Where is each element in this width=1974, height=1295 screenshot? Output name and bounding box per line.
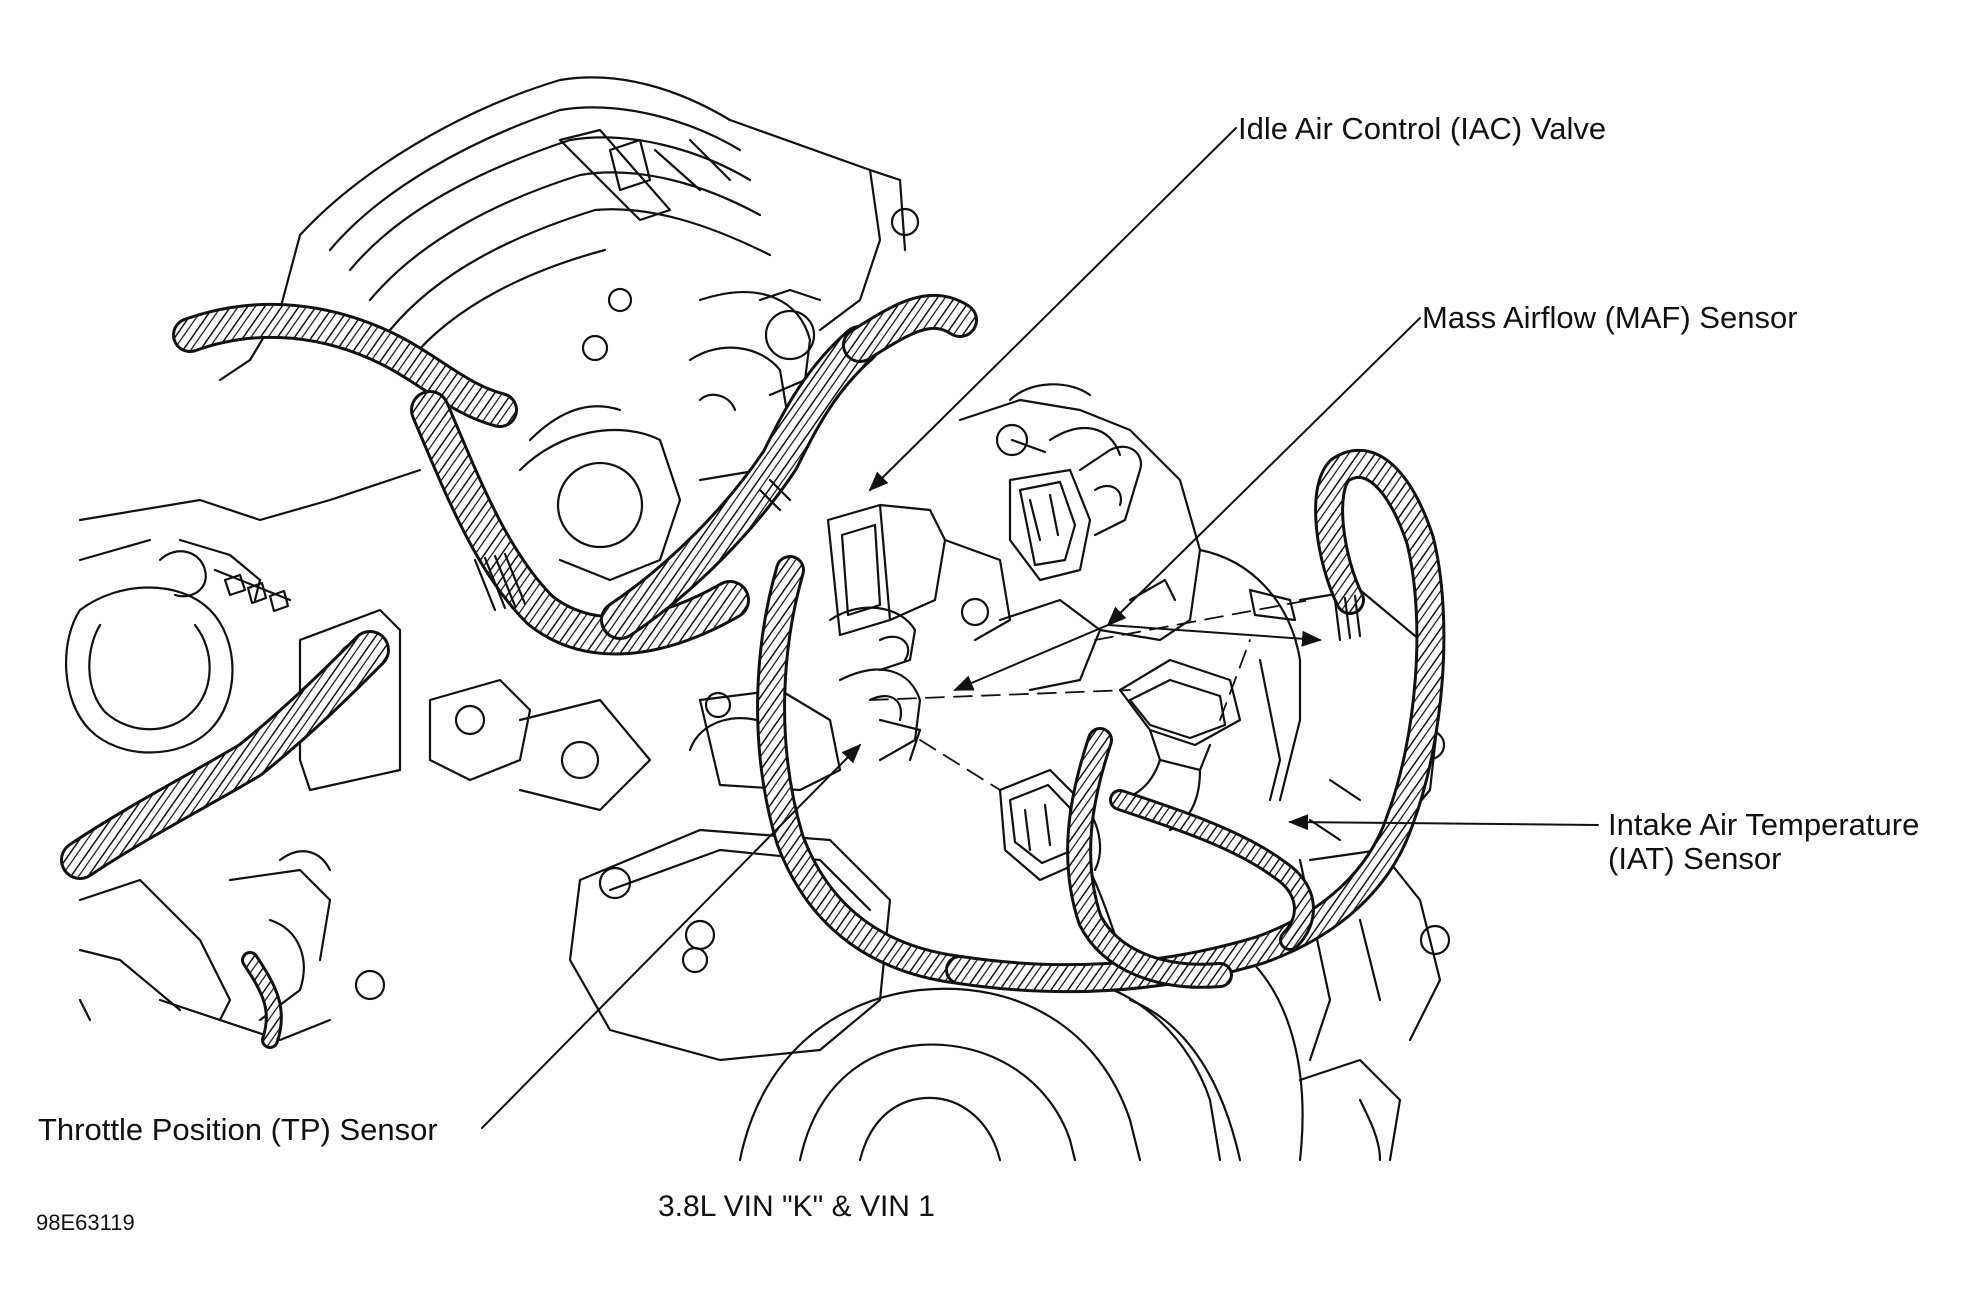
air-intake-duct [738,958,1402,1162]
figure-code: 98E63119 [36,1210,135,1235]
alignment-lines [869,599,1311,791]
maf-sensor-housing [958,383,1302,802]
engine-block-left [65,468,652,1042]
wire-harness [60,293,1446,1049]
iat-sensor-label-line2: (IAT) Sensor [1608,841,1782,876]
maf-sensor-label: Mass Airflow (MAF) Sensor [1422,300,1798,335]
intake-manifold [218,76,920,582]
iac-valve-label: Idle Air Control (IAC) Valve [1238,111,1607,146]
throttle-body [568,606,922,1062]
wire-bundle-ends [473,478,1362,642]
iac-valve-connector [826,503,1012,642]
tp-sensor-label: Throttle Position (TP) Sensor [38,1112,438,1147]
engine-caption: 3.8L VIN "K" & VIN 1 [658,1190,935,1223]
leader-lines [481,127,1599,1129]
iat-sensor-label-line1: Intake Air Temperature [1608,807,1920,842]
